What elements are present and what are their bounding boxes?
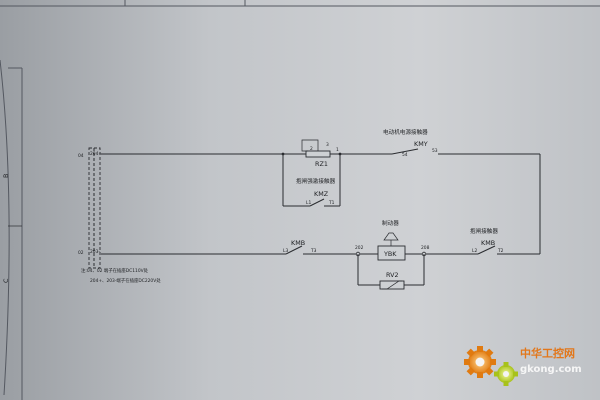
rz1-pin-3: 3 [326,142,329,148]
rv2-label: RV2 [386,271,399,279]
brake-node-208: 208 [421,245,430,251]
kmy-label: KMY [414,140,428,148]
terminal-label-04: 04 [78,153,84,159]
kmb-left-pin-t3: T3 [310,248,317,254]
watermark-site-cn: 中华工控网 [520,346,575,360]
kmz-branch [282,154,341,207]
kmz-label: KMZ [314,190,329,198]
kmb-right-caption: 抱闸接触器 [470,227,498,235]
brake-coil-ybk [355,232,427,261]
kmb-right-label: KMB [481,239,495,247]
kmb-left-contact [285,245,303,255]
kmy-caption: 电动机电源接触器 [383,128,428,136]
rz1-label: RZ1 [315,160,328,168]
top-wire [101,153,541,254]
kmb-right-pin-t2: T2 [497,248,504,254]
brake-caption: 制动器 [382,219,399,227]
kmy-pin-53: 53 [432,148,438,154]
note-line-2: 204+、203-端子在插座DC220V处 [90,277,161,284]
kmy-contact [391,148,419,155]
rz1-pin-2: 2 [310,146,313,152]
sheet-letter-c: C [2,278,10,283]
kmy-pin-54: 54 [402,152,408,158]
terminal-204-plus: 204+ [90,151,102,157]
gear-icon [464,346,496,378]
terminal-block [88,147,101,269]
brake-node-202: 202 [355,245,364,251]
watermark-site-en: gkong.com [520,364,582,375]
rz1-pin-1: 1 [336,147,339,153]
brake-label: YBK [383,250,397,258]
rv2-varistor [357,254,425,290]
rz1-caption: 抱闸强激接触器 [296,177,336,185]
note-line-1: 注:04、02 端子在插座DC110V处 [81,267,149,274]
kmb-left-label: KMB [291,239,305,247]
kmb-left-pin-l3: L3 [283,248,288,254]
terminal-203-minus: 203- [90,249,100,255]
kmz-pin-t1: T1 [328,200,335,206]
sheet-letter-b: B [2,174,10,178]
kmz-pin-l1: L1 [306,200,311,206]
kmb-right-pin-l2: L2 [472,248,477,254]
small-gear-icon [494,362,518,386]
kmb-right-contact [477,245,496,255]
terminal-label-02: 02 [78,250,84,256]
